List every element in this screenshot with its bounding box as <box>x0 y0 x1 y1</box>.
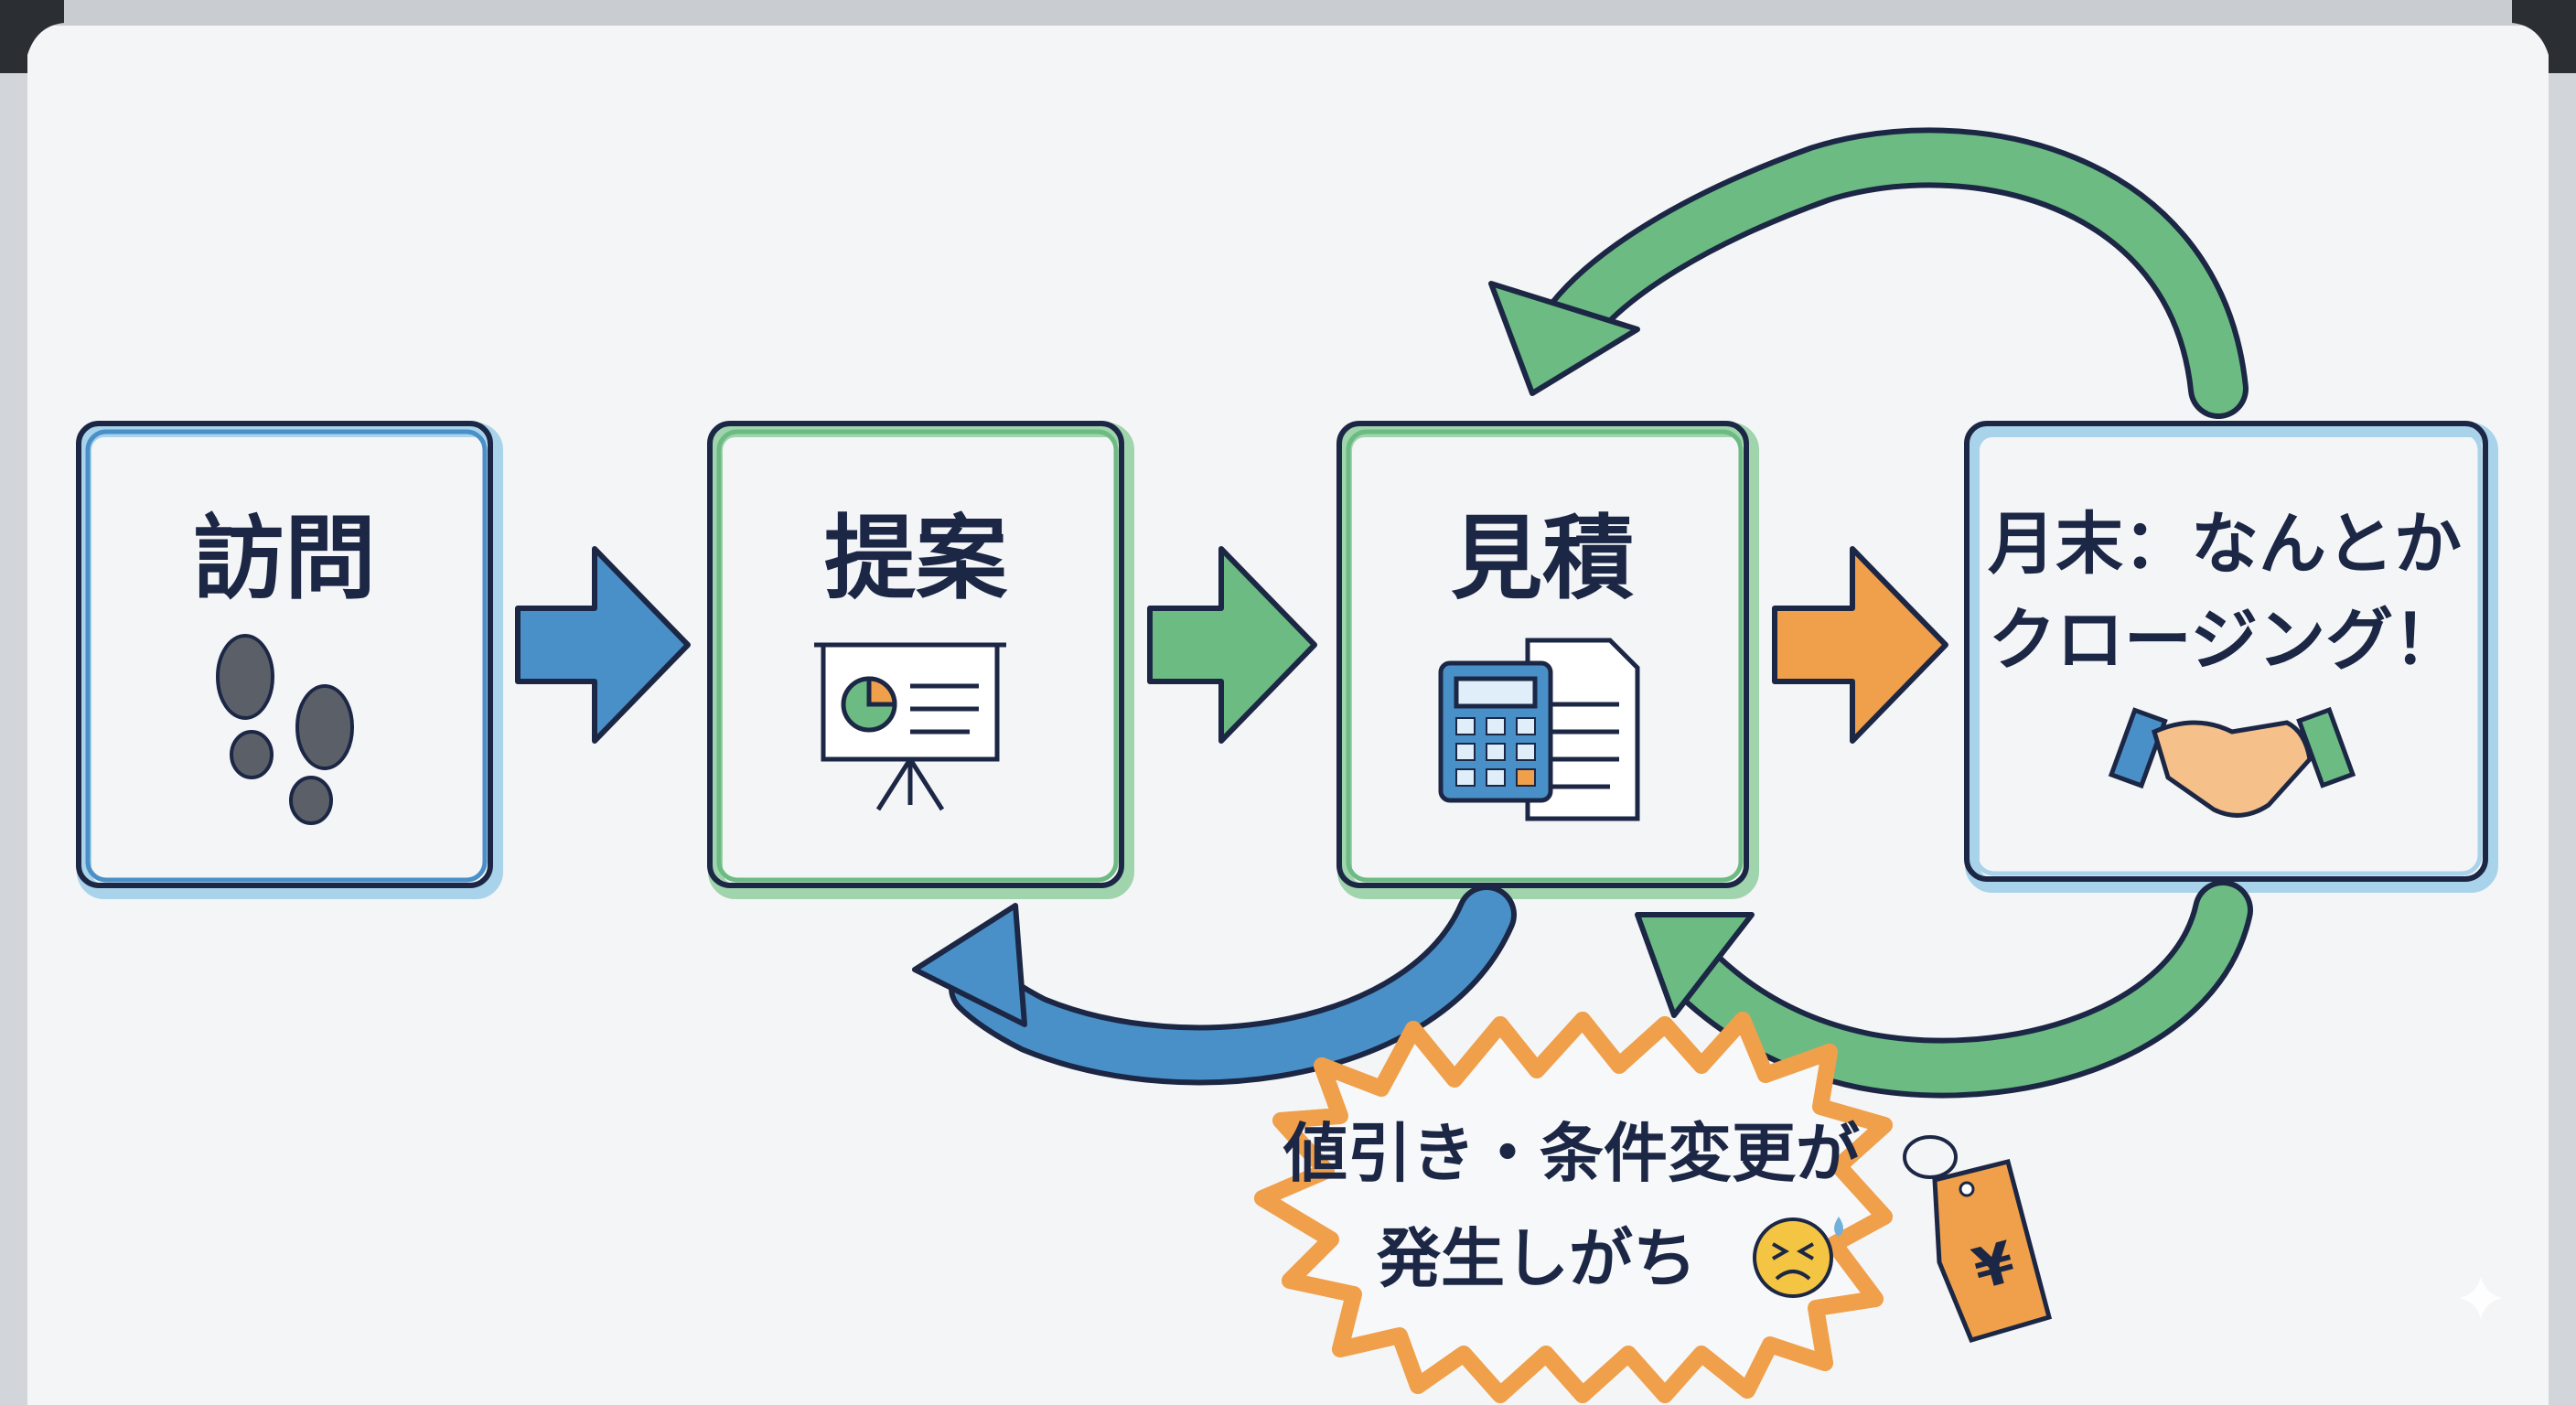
step-proposal: 提案 <box>707 421 1134 899</box>
step-label-closing-line2: クロージング！ <box>1989 601 2462 680</box>
arrow-right-orange <box>1772 546 1948 744</box>
price-tag-icon: ¥ <box>1903 1135 2053 1344</box>
step-visit: 訪問 <box>76 421 503 899</box>
frame-corner-right <box>2512 0 2576 73</box>
distressed-face-icon <box>1753 1217 1843 1298</box>
handshake-icon <box>2108 706 2356 818</box>
step-label-estimate: 見積 <box>1451 505 1634 612</box>
board-frame-left <box>0 0 27 1405</box>
step-closing: 月末：なんとか クロージング！ <box>1964 421 2498 893</box>
presentation-board-icon <box>814 642 1006 811</box>
sparkle-icon <box>2459 1276 2503 1320</box>
arrow-right-blue <box>515 546 691 744</box>
callout-burst: 値引き・条件変更が 発生しがち ¥ <box>1254 1012 2053 1403</box>
step-label-visit: 訪問 <box>193 505 376 612</box>
loop-arrow-bottom-green <box>1635 880 2253 1099</box>
loop-arrow-top-green <box>1488 127 2249 419</box>
step-estimate: 見積 <box>1336 421 1759 899</box>
frame-corner-left <box>0 0 64 73</box>
arrow-right-green <box>1147 546 1317 744</box>
callout-line1: 値引き・条件変更が <box>1283 1116 1860 1191</box>
callout-line2: 発生しがち <box>1377 1221 1697 1296</box>
board-frame-right <box>2549 0 2576 1405</box>
footprints-icon <box>216 634 354 825</box>
loop-arrow-bottom-blue <box>912 885 1517 1086</box>
board-frame-top <box>0 0 2576 26</box>
calculator-document-icon <box>1438 638 1640 821</box>
step-label-proposal: 提案 <box>824 505 1008 612</box>
step-label-closing-line1: 月末：なんとか <box>1988 505 2462 584</box>
